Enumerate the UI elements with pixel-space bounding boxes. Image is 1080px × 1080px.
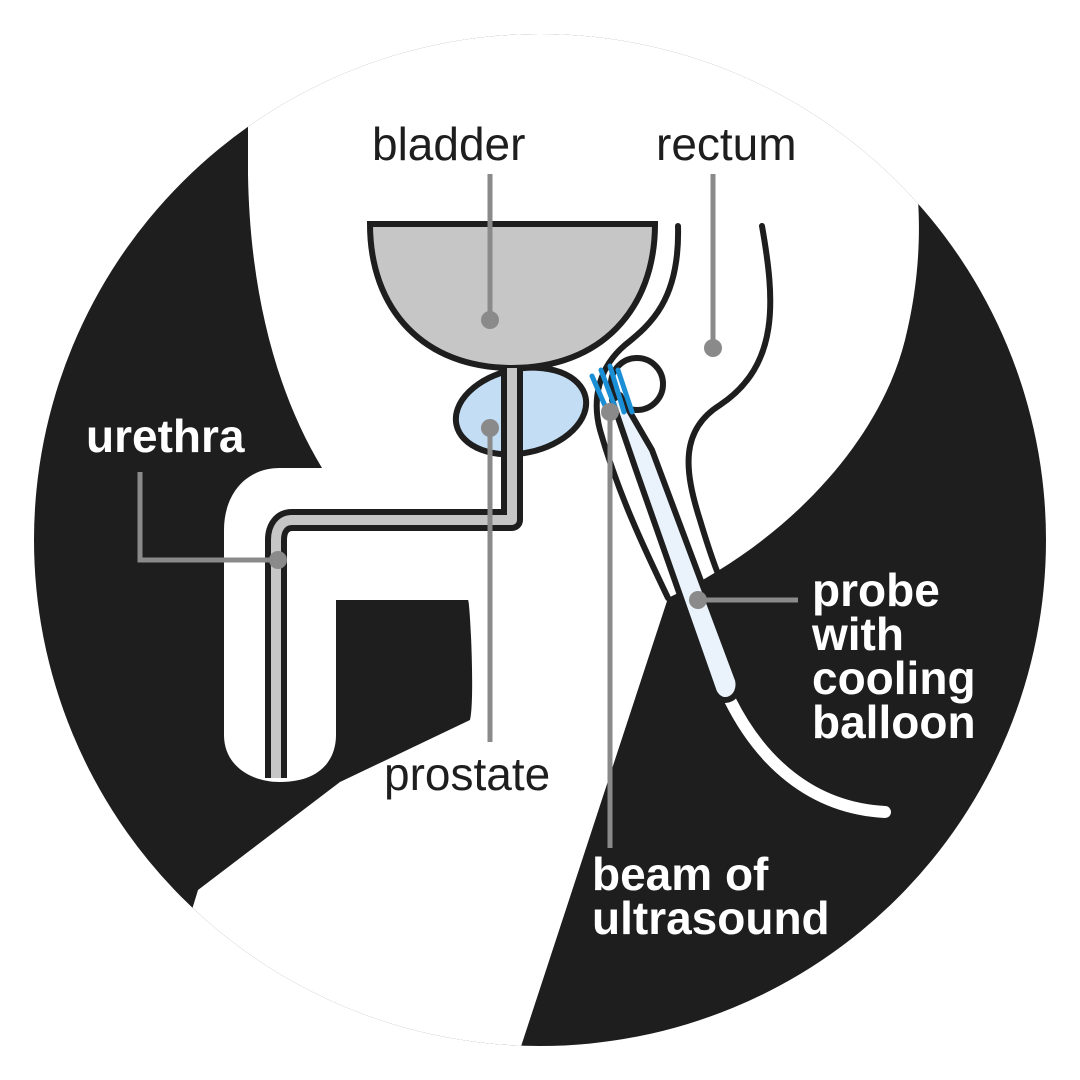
probe-label-line-4: balloon: [812, 696, 976, 748]
urethra-label: urethra: [86, 410, 245, 462]
body-silhouette: [140, 34, 919, 1046]
probe-label-line-1: probe: [812, 564, 940, 616]
rectum-wall-right: [685, 223, 774, 601]
urethra-lumen: [271, 368, 517, 778]
prostate-label: prostate: [384, 748, 550, 800]
beam-label-line-2: ultrasound: [592, 892, 830, 944]
probe-cable: [724, 694, 891, 818]
bladder-label: bladder: [372, 118, 525, 170]
leader-dots: [269, 311, 722, 609]
probe-label-line-2: with: [811, 608, 904, 660]
beam-label-line-1: beam of: [592, 848, 769, 900]
probe-handle: [609, 392, 742, 703]
probe-label-line-3: cooling: [812, 652, 976, 704]
ultrasound-beam: [589, 363, 635, 415]
leader-lines: [137, 174, 798, 848]
rectum-label: rectum: [656, 118, 797, 170]
